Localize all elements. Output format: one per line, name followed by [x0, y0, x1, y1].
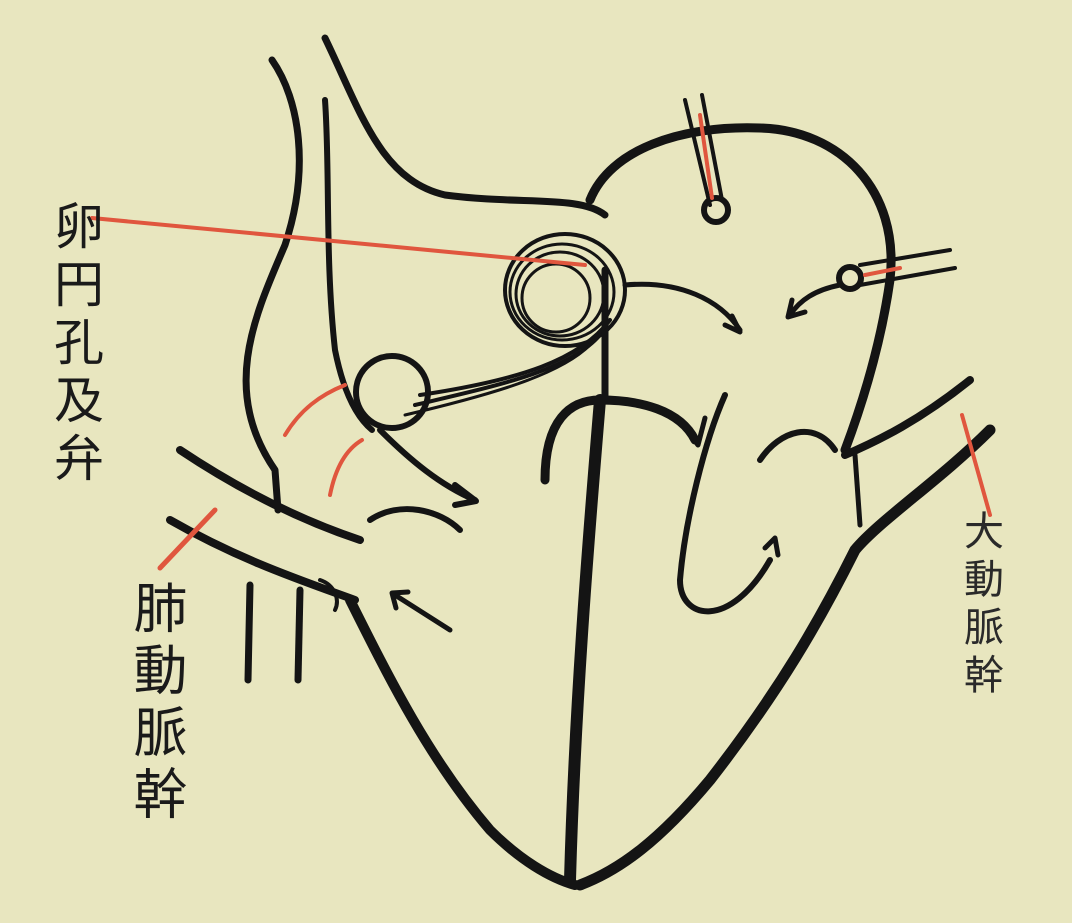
- label-aorta-trunk: 大動脈幹: [960, 510, 1000, 702]
- pulmonary-vessels: [170, 450, 460, 680]
- flow-arrows: [380, 284, 840, 630]
- label-foramen-ovale-and-valve: 卵円孔及弁: [50, 200, 100, 490]
- heart-outline: [350, 128, 990, 885]
- label-pulmonary-artery-trunk: 肺動脈幹: [128, 580, 182, 828]
